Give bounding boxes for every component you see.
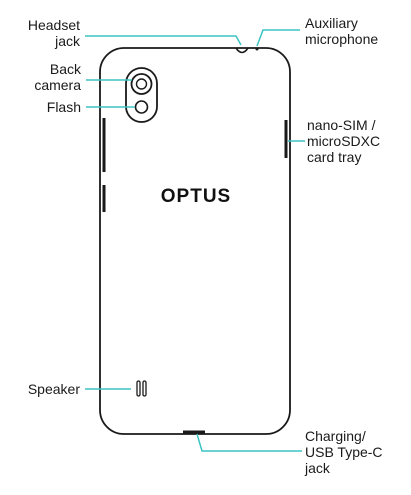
back-camera-label-line: Back xyxy=(49,61,81,77)
charging-port-label: Charging/ USB Type-C jack xyxy=(305,428,409,476)
speaker-label-line: Speaker xyxy=(27,381,80,397)
leader-headset-jack xyxy=(85,35,242,46)
sim-tray-label-line: card tray xyxy=(307,149,362,165)
headset-jack-label-line: Headset xyxy=(27,17,80,33)
flash-label-line: Flash xyxy=(46,99,81,115)
camera-module xyxy=(125,67,158,123)
speaker-slot-left xyxy=(136,380,141,397)
auxiliary-microphone-hole xyxy=(255,47,259,51)
phone-body xyxy=(99,47,291,435)
headset-jack-label-line: jack xyxy=(55,33,80,49)
charging-port-label-line: Charging/ xyxy=(305,428,366,444)
speaker-slot-right xyxy=(142,380,147,397)
headset-jack-notch xyxy=(235,47,249,54)
charging-port-label-line: USB Type-C xyxy=(305,444,383,460)
sim-tray-label-line: microSDXC xyxy=(307,133,381,149)
speaker-label: Speaker xyxy=(0,381,80,397)
flash-label: Flash xyxy=(0,99,81,115)
back-camera-lens xyxy=(130,73,153,95)
leader-auxiliary-microphone xyxy=(256,29,300,47)
charging-port-label-line: jack xyxy=(305,460,330,476)
leader-charging-port xyxy=(196,433,302,452)
auxiliary-microphone-label-line: Auxiliary xyxy=(305,15,358,31)
auxiliary-microphone-label-line: microphone xyxy=(305,31,379,47)
auxiliary-microphone-label: Auxiliary microphone xyxy=(305,15,409,47)
sim-tray-label-line: nano-SIM / xyxy=(307,117,376,133)
back-camera-lens-inner xyxy=(135,78,148,90)
headset-jack-label: Headset jack xyxy=(0,17,80,49)
flash-light xyxy=(134,100,149,114)
sim-tray-label: nano-SIM / microSDXC card tray xyxy=(307,117,409,165)
back-camera-label: Back camera xyxy=(0,61,81,93)
brand-logo: OPTUS xyxy=(160,186,232,207)
back-camera-label-line: camera xyxy=(34,77,81,93)
